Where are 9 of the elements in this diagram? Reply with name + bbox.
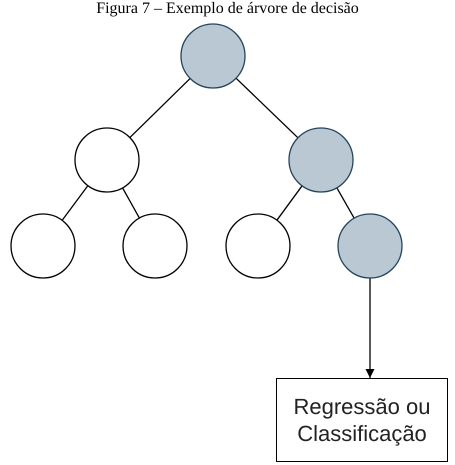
branch-line [62,185,88,221]
branch-line [336,187,355,219]
branch-line [276,185,303,221]
branch-line [122,188,140,218]
branch-line [236,78,298,138]
figure-title: Figura 7 – Exemplo de árvore de decisão [95,0,360,18]
result-box: Regressão ou Classificação [276,378,448,462]
arrow [365,278,375,378]
branch-line [129,78,191,138]
